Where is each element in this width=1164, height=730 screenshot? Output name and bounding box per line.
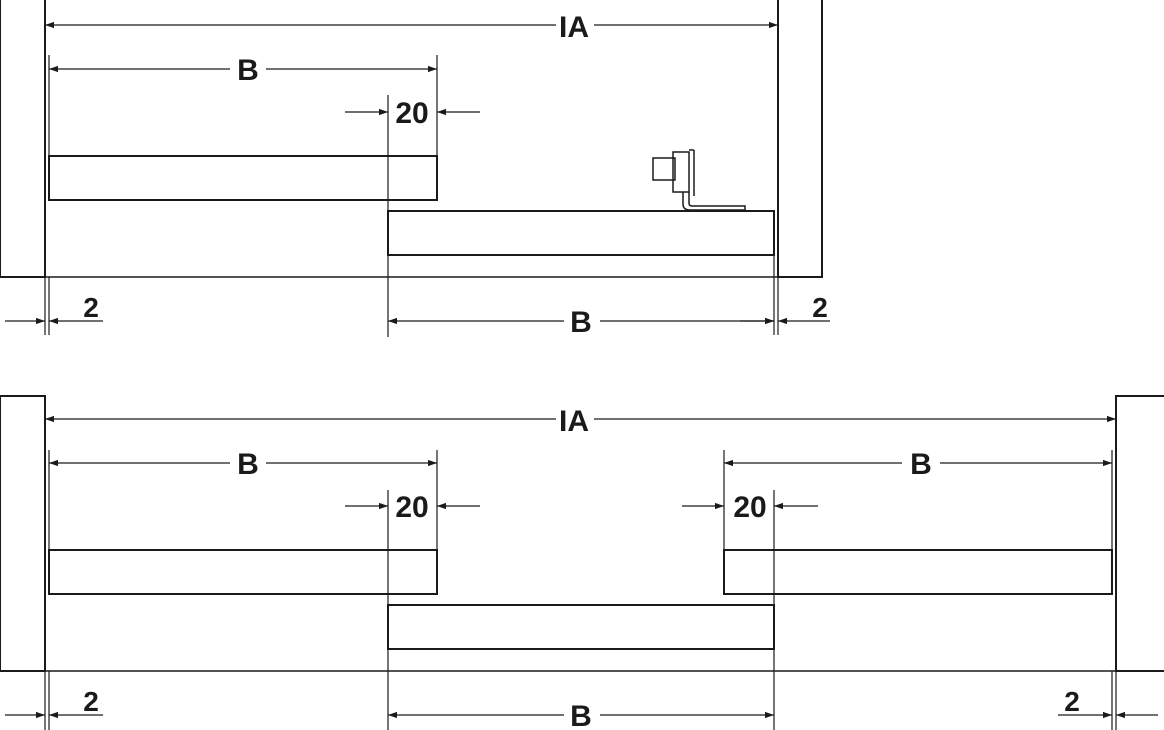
right-cabinet-wall [1115, 395, 1164, 672]
label-2: 2 [83, 292, 99, 323]
label-b: B [570, 306, 592, 339]
label-20: 20 [733, 491, 766, 524]
label-2: 2 [812, 292, 828, 323]
label-b: B [910, 448, 932, 481]
label-2: 2 [1064, 686, 1080, 717]
label-20: 20 [395, 491, 428, 524]
label-b: B [570, 700, 592, 730]
label-20: 20 [395, 97, 428, 130]
slide-rail-middle [387, 604, 775, 650]
mounting-bracket-icon [652, 149, 746, 211]
left-cabinet-wall [0, 0, 46, 278]
label-ia: IA [559, 11, 589, 44]
slide-rail-right [723, 549, 1113, 595]
label-b: B [237, 54, 259, 87]
top-view: IA B 20 2 B 2 [0, 0, 830, 339]
slide-rail-upper [48, 155, 438, 201]
slide-rail-left [48, 549, 438, 595]
bottom-view: IA B B 20 20 2 B 2 [0, 395, 1164, 730]
label-ia: IA [559, 405, 589, 438]
label-2: 2 [83, 686, 99, 717]
left-cabinet-wall [0, 395, 46, 672]
right-cabinet-wall [777, 0, 823, 278]
label-b: B [237, 448, 259, 481]
slide-rail-lower [387, 210, 775, 256]
